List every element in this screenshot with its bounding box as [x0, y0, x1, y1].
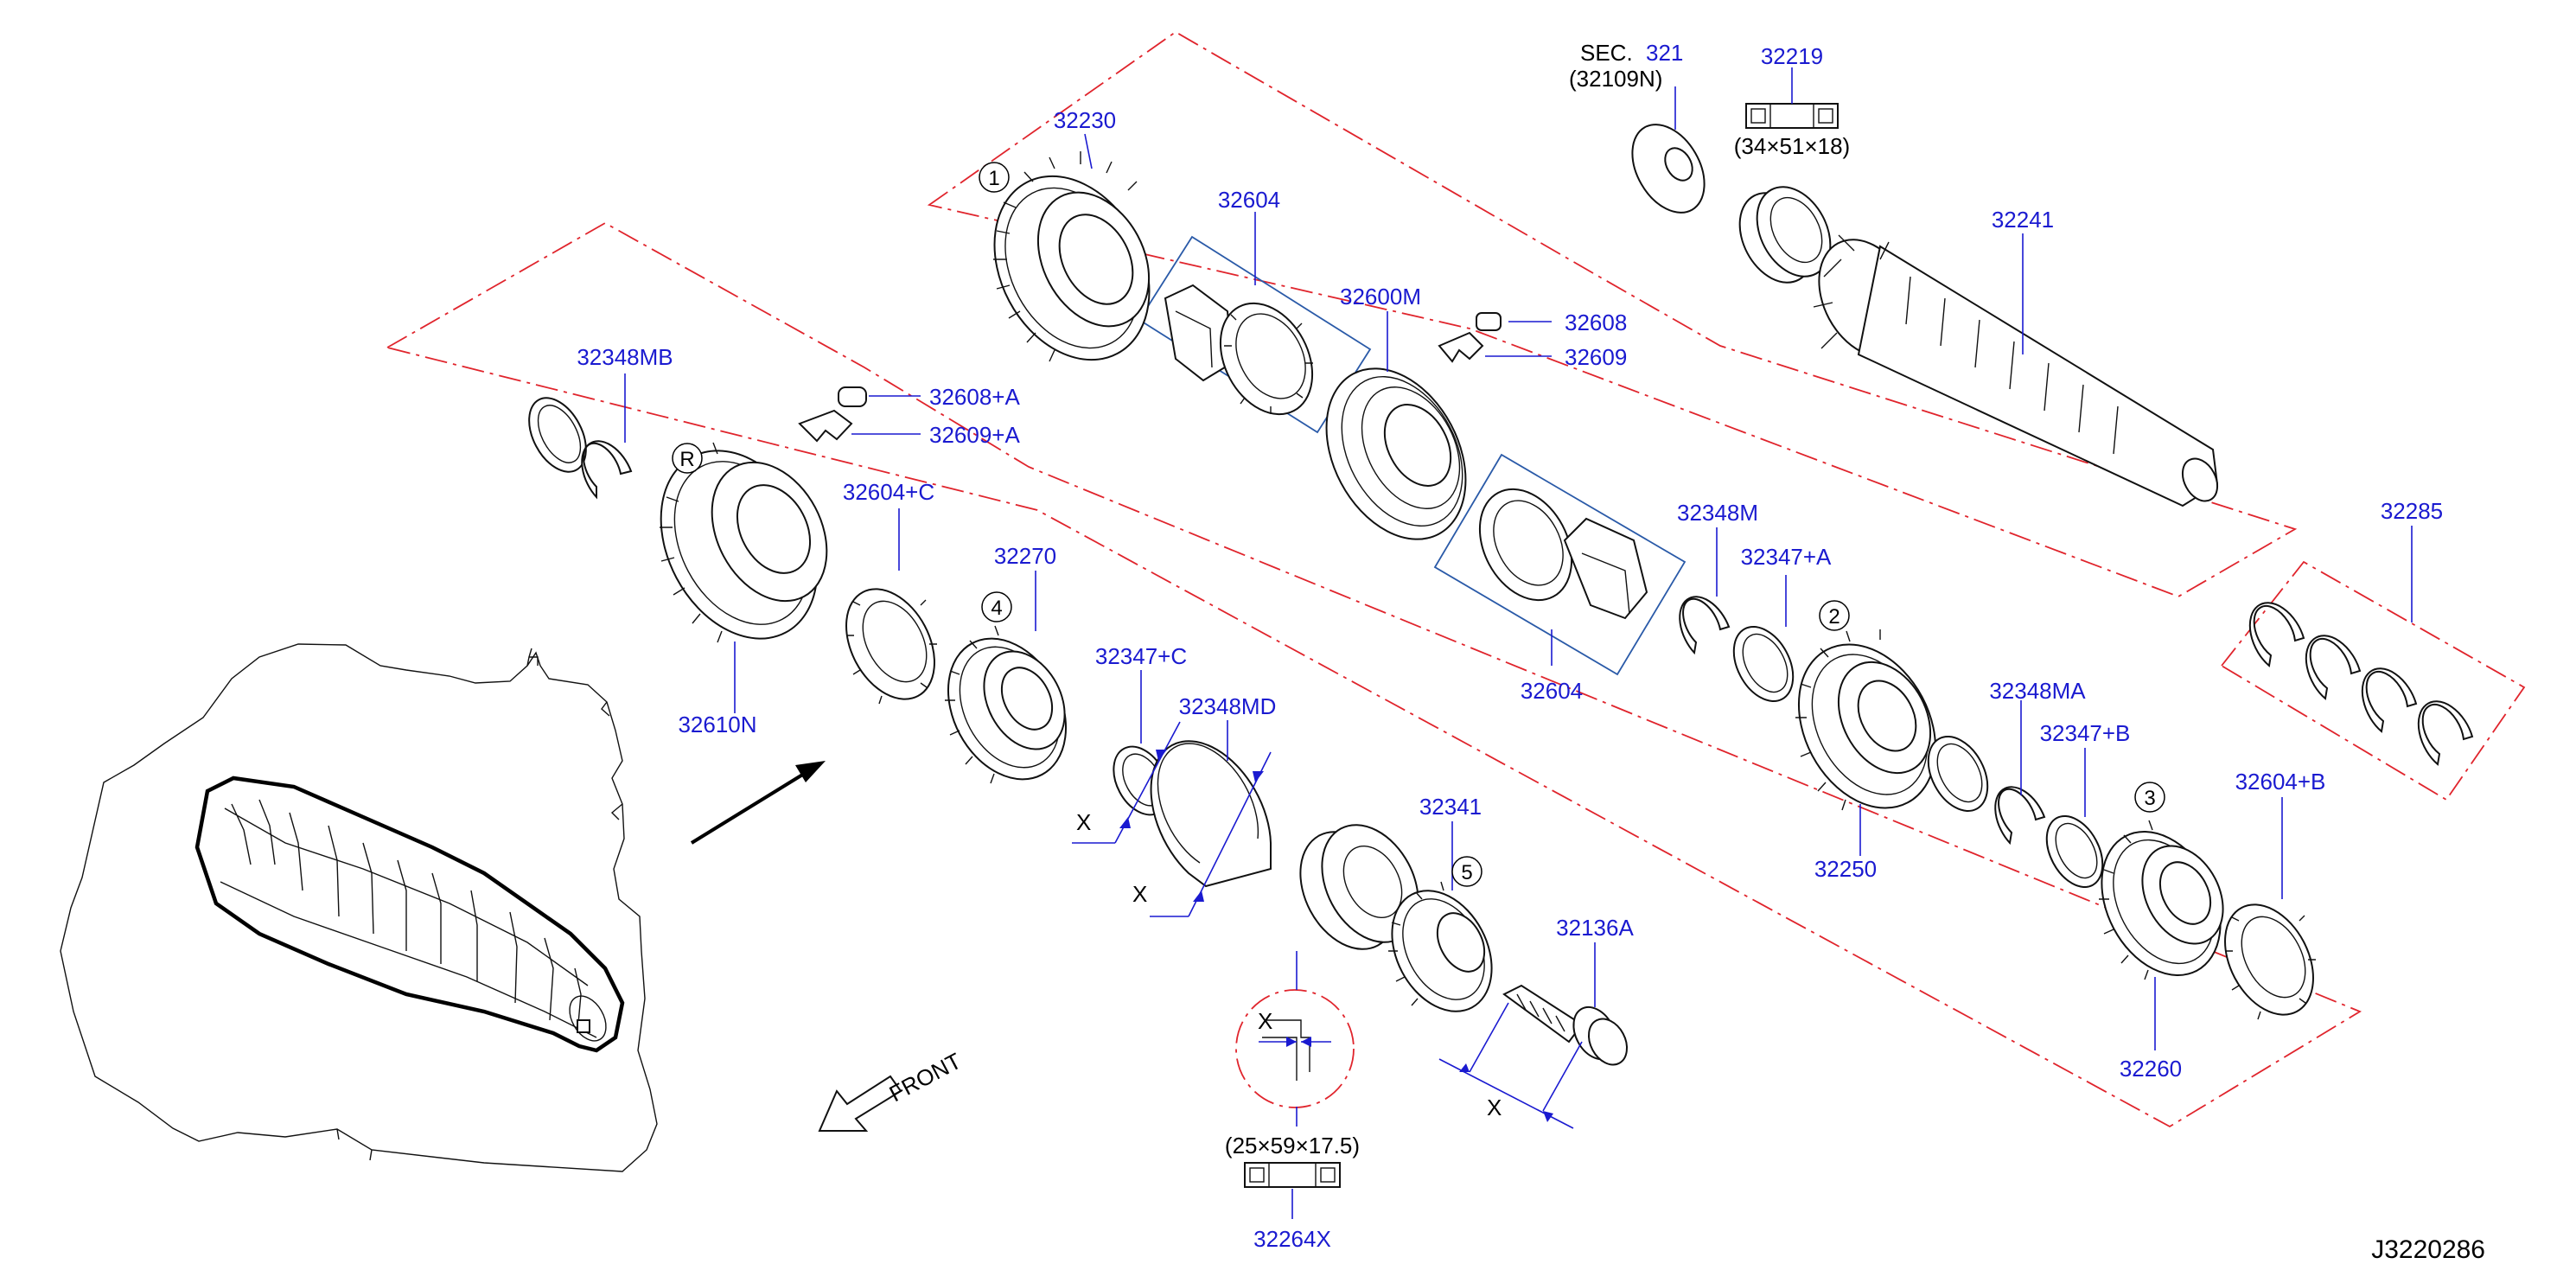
part-label-32270[interactable]: 32270	[994, 543, 1056, 569]
synchro-ring-32604C	[845, 588, 937, 705]
part-label-32260[interactable]: 32260	[2120, 1056, 2182, 1082]
snap-ring-32348MB	[581, 440, 633, 500]
part-label-32264X[interactable]: 32264X	[1253, 1226, 1331, 1252]
part-label-32609A[interactable]: 32609+A	[929, 422, 1020, 448]
dim-x-label-2: X	[1132, 881, 1147, 907]
part-label-32347C[interactable]: 32347+C	[1095, 643, 1187, 669]
callout-circle-2: 2	[1819, 600, 1850, 631]
svg-text:2: 2	[1828, 605, 1840, 629]
main-shaft-32241	[1813, 234, 2219, 507]
dim-x-label-3: X	[1258, 1008, 1272, 1034]
key-32608A	[838, 386, 867, 407]
part-label-32608[interactable]: 32608	[1565, 310, 1627, 335]
gear-32341	[1388, 881, 1493, 1012]
diagram-code: J3220286	[2371, 1235, 2485, 1264]
shim-32347A	[1732, 626, 1795, 702]
callout-circle-4: 4	[981, 591, 1012, 622]
snap-ring-32348M	[1679, 596, 1731, 655]
bearing-32264X	[1299, 824, 1419, 950]
part-label-32604-top[interactable]: 32604	[1218, 187, 1280, 213]
part-label-32285[interactable]: 32285	[2381, 498, 2443, 524]
shim-32348MB	[528, 397, 587, 473]
part-label-32610N[interactable]: 32610N	[678, 712, 756, 737]
part-label-32250[interactable]: 32250	[1814, 856, 1877, 882]
part-label-32609[interactable]: 32609	[1565, 344, 1627, 370]
dim-arrows-32348MD	[1150, 751, 1272, 917]
snap-ring-32348MD	[1150, 740, 1272, 888]
snap-rings-32285	[2248, 602, 2474, 766]
spring-32609A	[798, 409, 853, 443]
part-label-32219[interactable]: 32219	[1761, 43, 1823, 69]
part-label-32347B[interactable]: 32347+B	[2040, 720, 2131, 746]
sub-box-32604-bottom	[1433, 453, 1687, 676]
spring-32609	[1438, 331, 1484, 363]
part-label-32136A[interactable]: 32136A	[1556, 915, 1634, 941]
shim-32347B	[2045, 814, 2104, 889]
snap-ring-32348MA	[1994, 786, 2046, 846]
callout-circle-5: 5	[1451, 856, 1482, 887]
svg-text:5: 5	[1461, 861, 1472, 884]
transmission-case-locator	[60, 643, 658, 1172]
shim-32348MA	[1927, 736, 1989, 812]
dim-x-label-4: X	[1487, 1095, 1502, 1120]
part-label-32604-bottom[interactable]: 32604	[1521, 678, 1583, 704]
gear-32230	[993, 151, 1151, 362]
part-label-32608A[interactable]: 32608+A	[929, 384, 1020, 410]
gear-32250	[1795, 629, 1937, 811]
part-label-32347A[interactable]: 32347+A	[1741, 544, 1832, 570]
svg-text:R: R	[679, 448, 694, 471]
part-label-32109N: (32109N)	[1569, 66, 1662, 92]
callout-circle-3: 3	[2134, 782, 2165, 813]
callout-circle-1: 1	[979, 162, 1010, 193]
bolt-32136A	[1502, 984, 1629, 1066]
part-label-32604C[interactable]: 32604+C	[843, 479, 934, 505]
callout-circle-R: R	[672, 443, 703, 474]
part-label-32348MD[interactable]: 32348MD	[1179, 693, 1277, 719]
bearing-icon-32264X	[1244, 1162, 1341, 1188]
washer-32109N	[1631, 124, 1706, 214]
synchro-ring-32604B	[2224, 903, 2316, 1020]
dim-arrows-32136A	[1438, 1002, 1583, 1129]
section-label: SEC.	[1580, 40, 1633, 66]
svg-text:3: 3	[2144, 787, 2155, 810]
part-label-32341[interactable]: 32341	[1419, 794, 1482, 820]
part-label-32348MB[interactable]: 32348MB	[577, 344, 673, 370]
front-direction-arrow	[818, 1075, 902, 1132]
gear-32260	[2099, 820, 2224, 980]
part-label-32348M[interactable]: 32348M	[1677, 500, 1758, 526]
part-label-32348MA[interactable]: 32348MA	[1989, 678, 2086, 704]
group-outline-main-shaft	[927, 30, 2298, 597]
part-label-32604B[interactable]: 32604+B	[2235, 769, 2326, 795]
bearing-dimension-34x51x18: (34×51×18)	[1734, 133, 1850, 159]
svg-text:1: 1	[988, 167, 999, 190]
bearing-icon-32219	[1745, 103, 1839, 129]
front-label: FRONT	[885, 1048, 966, 1107]
svg-text:4: 4	[991, 597, 1002, 620]
bearing-32219	[1738, 186, 1832, 284]
highlighted-shaft-assembly	[194, 776, 625, 1053]
part-label-32600M[interactable]: 32600M	[1340, 284, 1421, 310]
dim-arrows-32347C	[1072, 721, 1181, 844]
part-label-32230[interactable]: 32230	[1054, 107, 1116, 133]
bearing-dimension-25x59x17-5: (25×59×17.5)	[1225, 1133, 1360, 1159]
locator-arrow	[690, 761, 826, 845]
detail-circle-bearing-clearance	[1235, 989, 1355, 1108]
section-number-321[interactable]: 321	[1646, 40, 1683, 66]
dim-x-label-1: X	[1076, 809, 1091, 835]
bearing-clearance-detail	[1259, 1019, 1331, 1081]
hub-32600M	[1325, 367, 1467, 540]
synchro-32604-top	[1164, 284, 1314, 416]
group-outline-snap-rings-32285	[2220, 560, 2526, 801]
leader-lines	[624, 67, 2413, 1219]
part-label-32241[interactable]: 32241	[1992, 207, 2054, 233]
group-outline-counter-shaft	[385, 221, 2362, 1128]
synchro-32604-bottom	[1478, 488, 1648, 620]
gear-32270	[945, 625, 1068, 784]
key-32608	[1476, 312, 1502, 331]
gear-32610N	[660, 442, 828, 643]
